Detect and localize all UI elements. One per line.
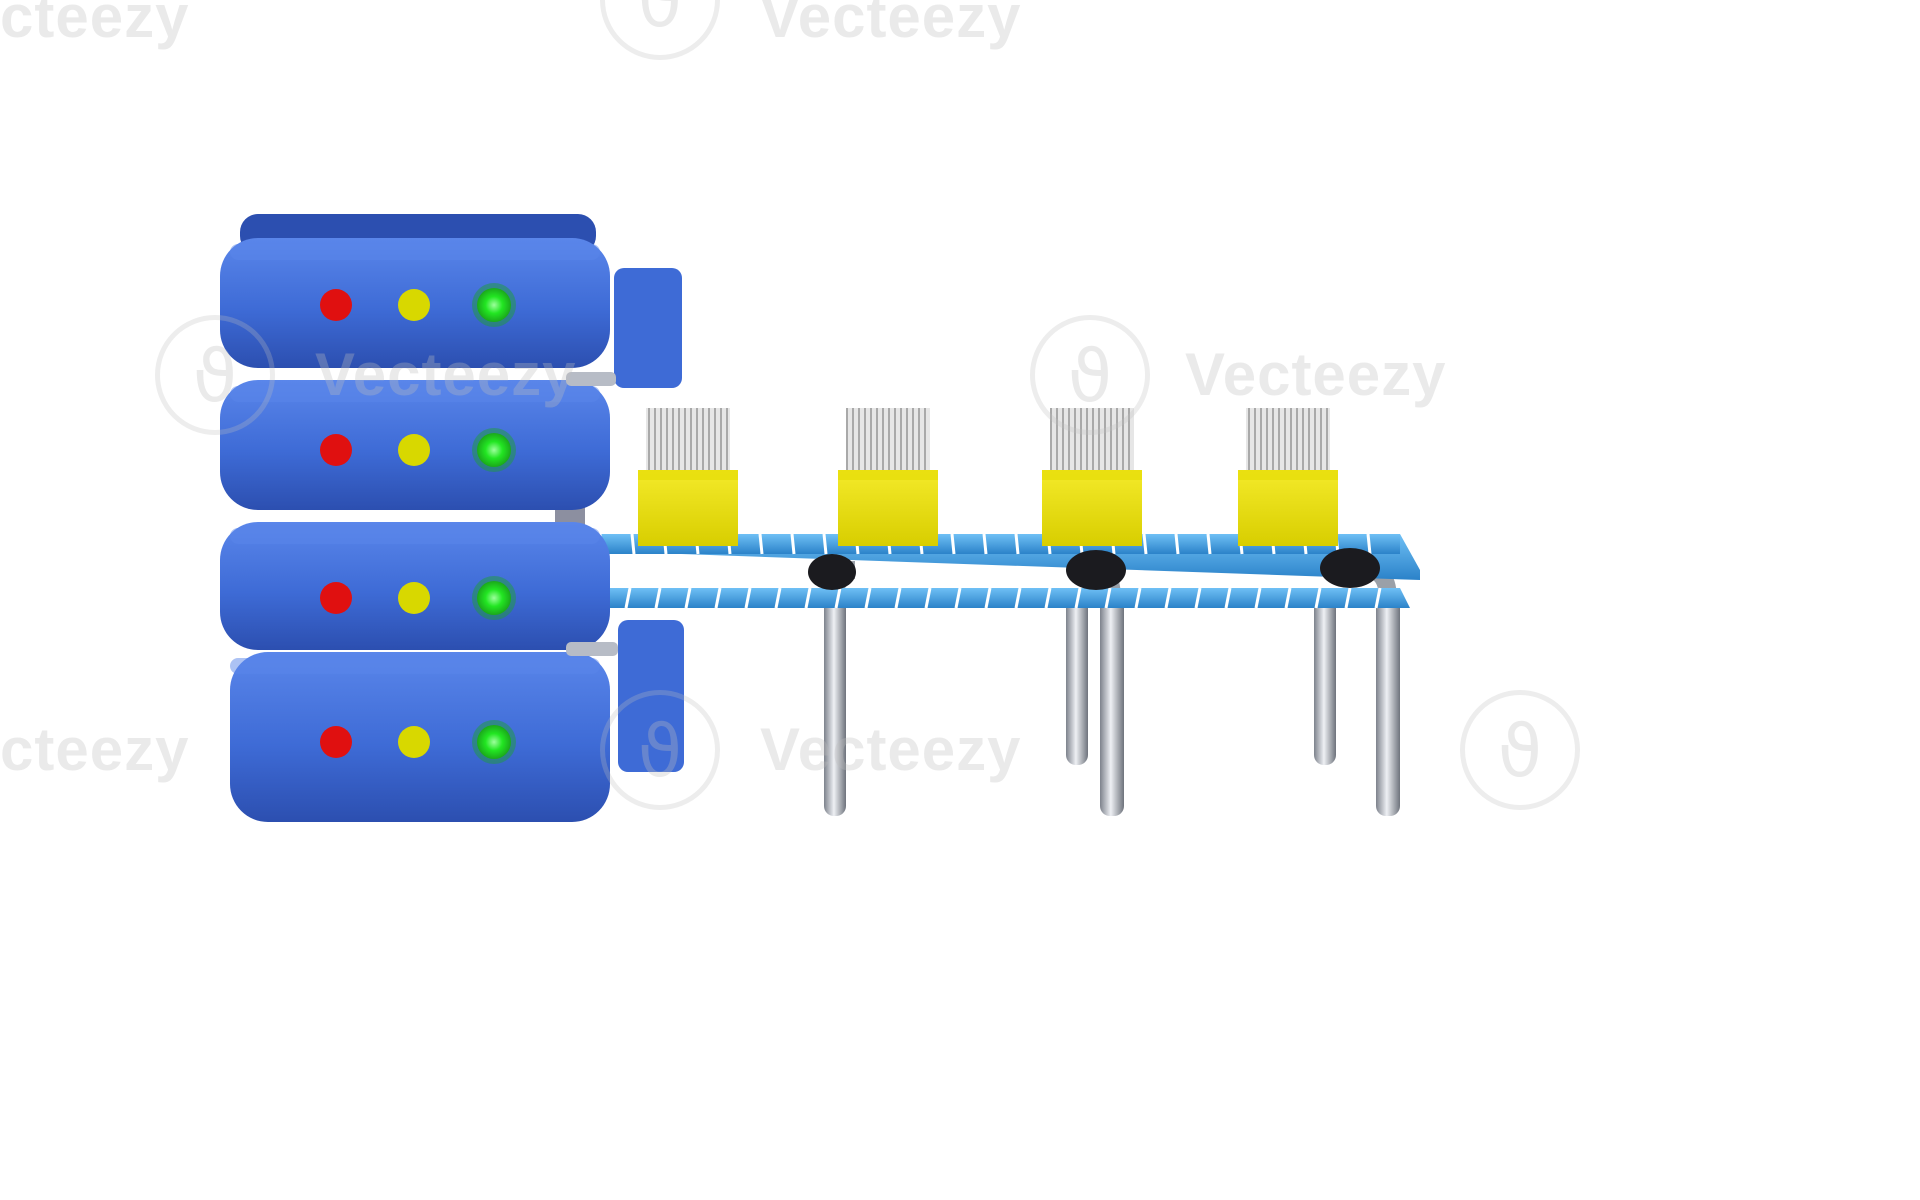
server-conveyor-illustration (220, 214, 1420, 822)
conveyor-leg (824, 590, 846, 816)
disk-highlight (230, 658, 600, 674)
belt-slat (1174, 533, 1180, 555)
disk-highlight (230, 528, 600, 544)
belt-slat (774, 587, 782, 609)
status-light-yellow (398, 726, 430, 758)
belt-slat (954, 587, 962, 609)
conveyor-leg (1376, 590, 1400, 816)
belt-slat (924, 587, 932, 609)
belt-slat (744, 587, 752, 609)
clamp-hinge (566, 372, 616, 386)
belt-slat (1224, 587, 1232, 609)
belt-slat (1374, 587, 1382, 609)
box-rim (638, 470, 738, 480)
belt-slat (1074, 587, 1082, 609)
upper-belt (566, 533, 1420, 580)
illustration-canvas: Vecteezy cteezy Vecteezy Vecteezy cteezy… (0, 0, 1568, 980)
conveyor-boxes (638, 408, 1338, 546)
belt-slat (790, 533, 796, 555)
belt-slat (894, 587, 902, 609)
belt-slat (822, 533, 828, 555)
box-rim (838, 470, 938, 480)
belt-slat (1044, 587, 1052, 609)
status-light-yellow (398, 582, 430, 614)
side-clamp (614, 268, 682, 388)
status-light-red (320, 434, 352, 466)
belt-slat (684, 587, 692, 609)
belt-slat (1014, 533, 1020, 555)
belt-slat (804, 587, 812, 609)
belt-slat (984, 587, 992, 609)
belt-slat (1164, 587, 1172, 609)
side-clamp (618, 620, 684, 772)
roller (1320, 548, 1380, 588)
status-light-green (477, 581, 511, 615)
belt-rollers (808, 548, 1380, 590)
belt-slat (758, 533, 764, 555)
belt-slat (982, 533, 988, 555)
box-icon (1042, 408, 1142, 546)
belt-slat (950, 533, 956, 555)
box-rim (1238, 470, 1338, 480)
box-body (638, 470, 738, 546)
belt-slat (1134, 587, 1142, 609)
belt-slat (1194, 587, 1202, 609)
paper-stack (846, 408, 930, 478)
box-rim (1042, 470, 1142, 480)
belt-slat (1206, 533, 1212, 555)
box-body (838, 470, 938, 546)
status-light-green (477, 433, 511, 467)
server-disk (220, 380, 610, 510)
belt-slat (1366, 533, 1372, 555)
server-disk (220, 238, 610, 368)
belt-slat (834, 587, 842, 609)
status-light-red (320, 726, 352, 758)
conveyor-leg (1314, 595, 1336, 765)
status-light-yellow (398, 289, 430, 321)
belt-slat (1104, 587, 1112, 609)
belt-slat (714, 587, 722, 609)
box-icon (1238, 408, 1338, 546)
box-body (1238, 470, 1338, 546)
paper-stack (1246, 408, 1330, 478)
belt-slat (624, 587, 632, 609)
box-icon (638, 408, 738, 546)
server-disk (220, 522, 610, 650)
roller (1066, 550, 1126, 590)
belt-slat (630, 533, 636, 555)
belt-slat (864, 587, 872, 609)
box-icon (838, 408, 938, 546)
box-body (1042, 470, 1142, 546)
paper-stack (1050, 408, 1134, 478)
disk-highlight (230, 244, 600, 260)
conveyor-leg (1066, 595, 1088, 765)
belt-slat (654, 587, 662, 609)
conveyor-leg (1100, 590, 1124, 816)
status-light-yellow (398, 434, 430, 466)
database-server-icon (220, 214, 684, 822)
belt-slat (1142, 533, 1148, 555)
belt-slat (1014, 587, 1022, 609)
status-light-green (477, 288, 511, 322)
roller (808, 554, 856, 590)
belt-slat (1344, 587, 1352, 609)
belt-slat (1254, 587, 1262, 609)
clamp-hinge (566, 642, 618, 656)
status-light-red (320, 289, 352, 321)
status-light-red (320, 582, 352, 614)
belt-slat (1284, 587, 1292, 609)
belt-slat (1314, 587, 1322, 609)
lower-belt (570, 587, 1410, 609)
server-disk (230, 652, 610, 822)
status-light-green (477, 725, 511, 759)
disk-highlight (230, 386, 600, 402)
paper-stack (646, 408, 730, 478)
